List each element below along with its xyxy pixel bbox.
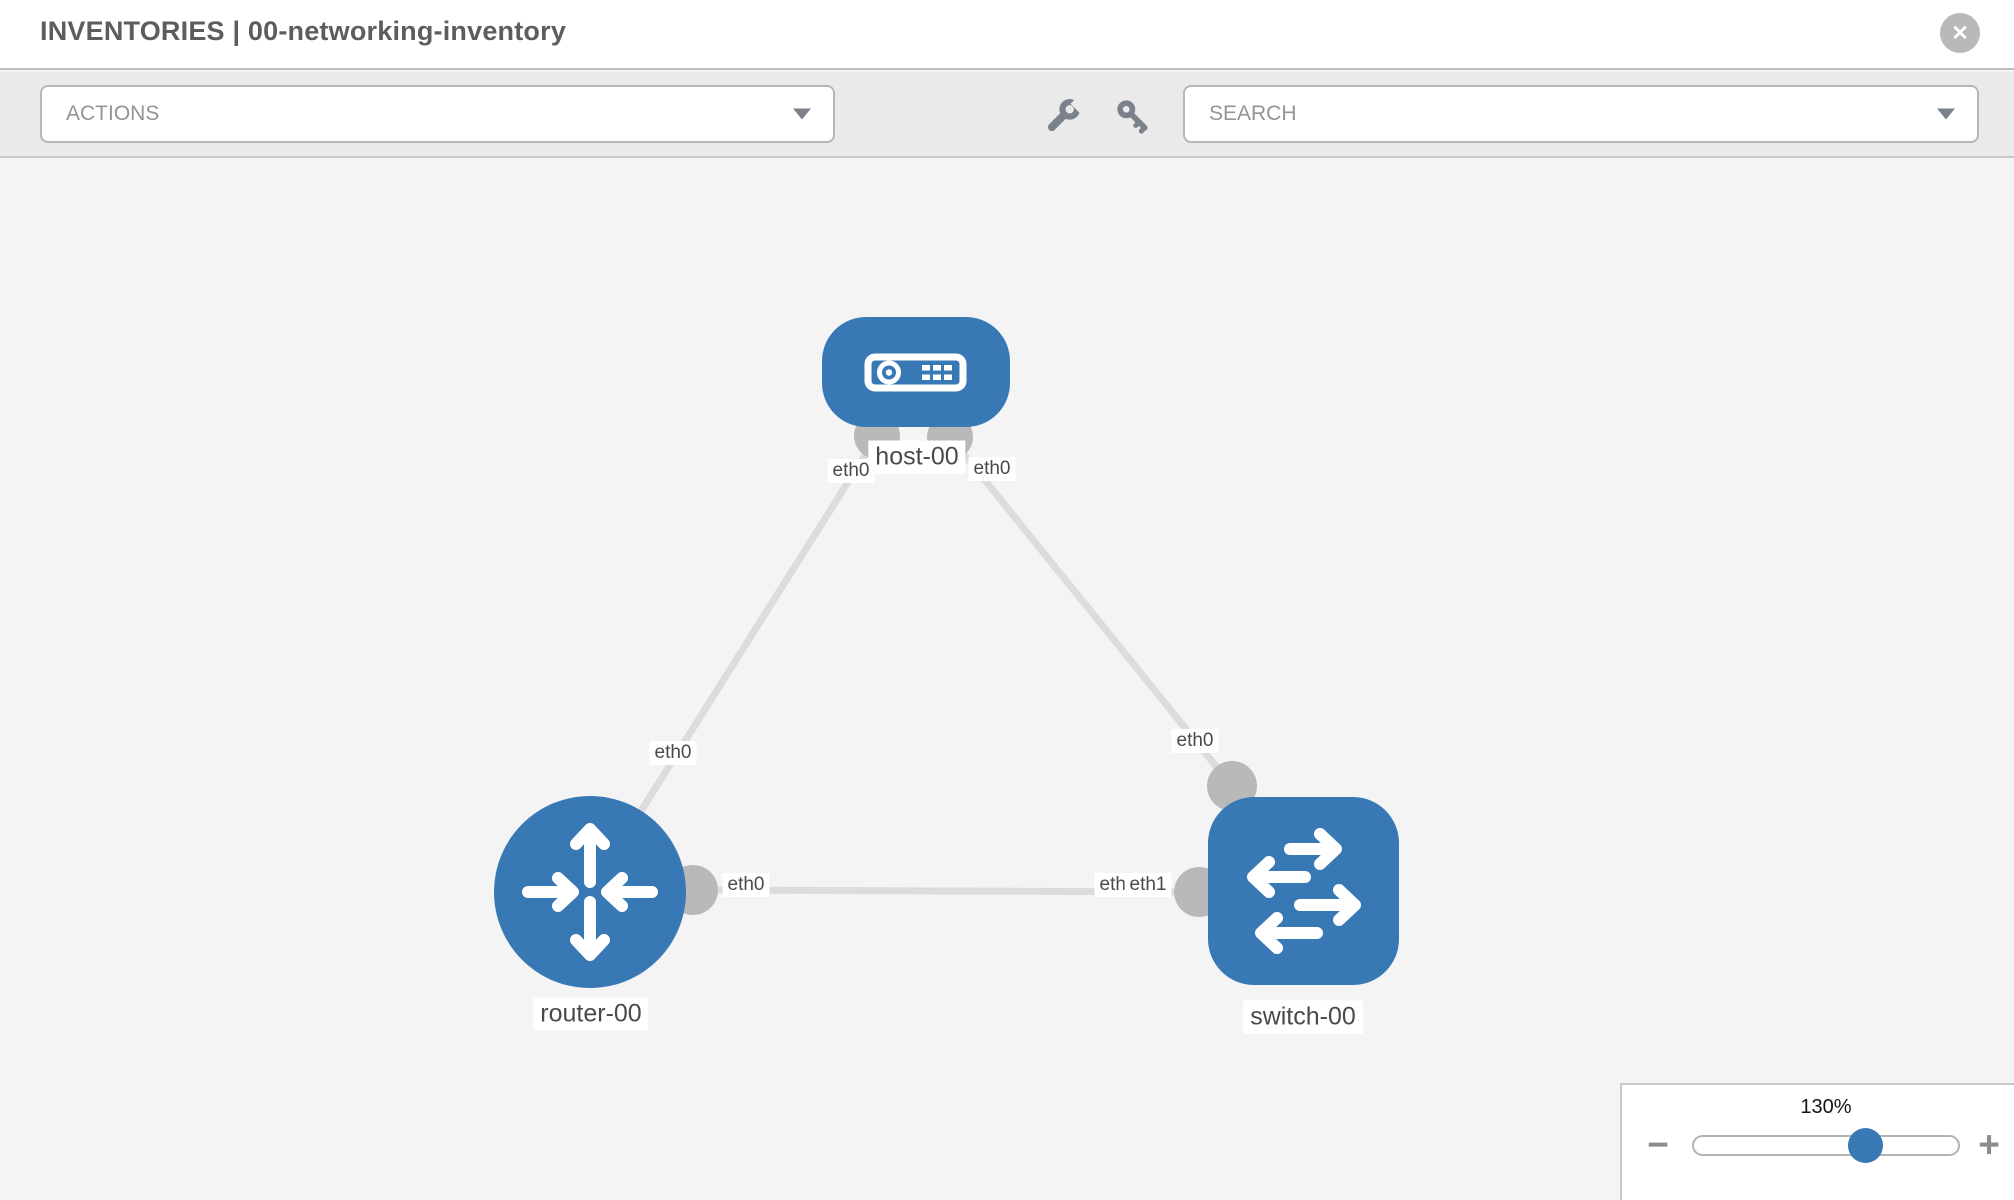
close-icon: ✕ xyxy=(1951,21,1969,45)
node-label-switch: switch-00 xyxy=(1243,1000,1363,1034)
header-bar: INVENTORIES | 00-networking-inventory ✕ xyxy=(0,0,2014,70)
topology-canvas[interactable]: host-00 router-00 switch-00 eth0 eth0 et… xyxy=(0,160,2014,1200)
node-host-00[interactable] xyxy=(822,317,1010,427)
chevron-down-icon xyxy=(793,108,811,120)
zoom-level: 130% xyxy=(1800,1096,1852,1118)
host-icon xyxy=(864,353,967,392)
page-title: INVENTORIES | 00-networking-inventory xyxy=(40,16,567,46)
iface-label-mid-switch-front: eth1 xyxy=(1124,873,1172,897)
search-dropdown-label: SEARCH xyxy=(1209,102,1297,125)
zoom-slider[interactable] xyxy=(1692,1135,1960,1156)
credentials-button[interactable] xyxy=(1113,96,1153,136)
iface-label-router-uplink: eth0 xyxy=(649,741,697,765)
router-icon xyxy=(522,823,658,961)
zoom-out-button[interactable]: − xyxy=(1638,1124,1678,1165)
iface-label-host-left: eth0 xyxy=(827,459,875,483)
actions-dropdown[interactable]: ACTIONS xyxy=(40,85,835,143)
actions-dropdown-label: ACTIONS xyxy=(66,102,160,125)
zoom-in-button[interactable]: + xyxy=(1969,1124,2009,1165)
zoom-slider-thumb[interactable] xyxy=(1848,1128,1883,1163)
node-router-00[interactable] xyxy=(494,796,686,988)
node-label-router: router-00 xyxy=(533,997,649,1031)
node-switch-00[interactable] xyxy=(1208,797,1399,985)
switch-icon xyxy=(1247,828,1361,954)
zoom-control-panel: 130% − + xyxy=(1620,1083,2014,1200)
minus-icon: − xyxy=(1647,1124,1669,1165)
tools-button[interactable] xyxy=(1043,96,1083,136)
key-icon xyxy=(1117,100,1148,134)
plus-icon: + xyxy=(1978,1124,2000,1165)
node-label-host: host-00 xyxy=(868,440,966,474)
chevron-down-icon xyxy=(1937,108,1955,120)
link-host-switch xyxy=(947,434,1235,789)
wrench-icon xyxy=(1047,97,1082,132)
search-dropdown[interactable]: SEARCH xyxy=(1183,85,1979,143)
iface-label-mid-router-end: eth0 xyxy=(722,873,770,897)
close-button[interactable]: ✕ xyxy=(1940,13,1980,53)
iface-label-host-right: eth0 xyxy=(968,457,1016,481)
topology-links-layer xyxy=(587,413,1257,917)
toolbar: ACTIONS SEARCH xyxy=(0,72,2014,158)
iface-label-switch-uplink: eth0 xyxy=(1171,729,1219,753)
